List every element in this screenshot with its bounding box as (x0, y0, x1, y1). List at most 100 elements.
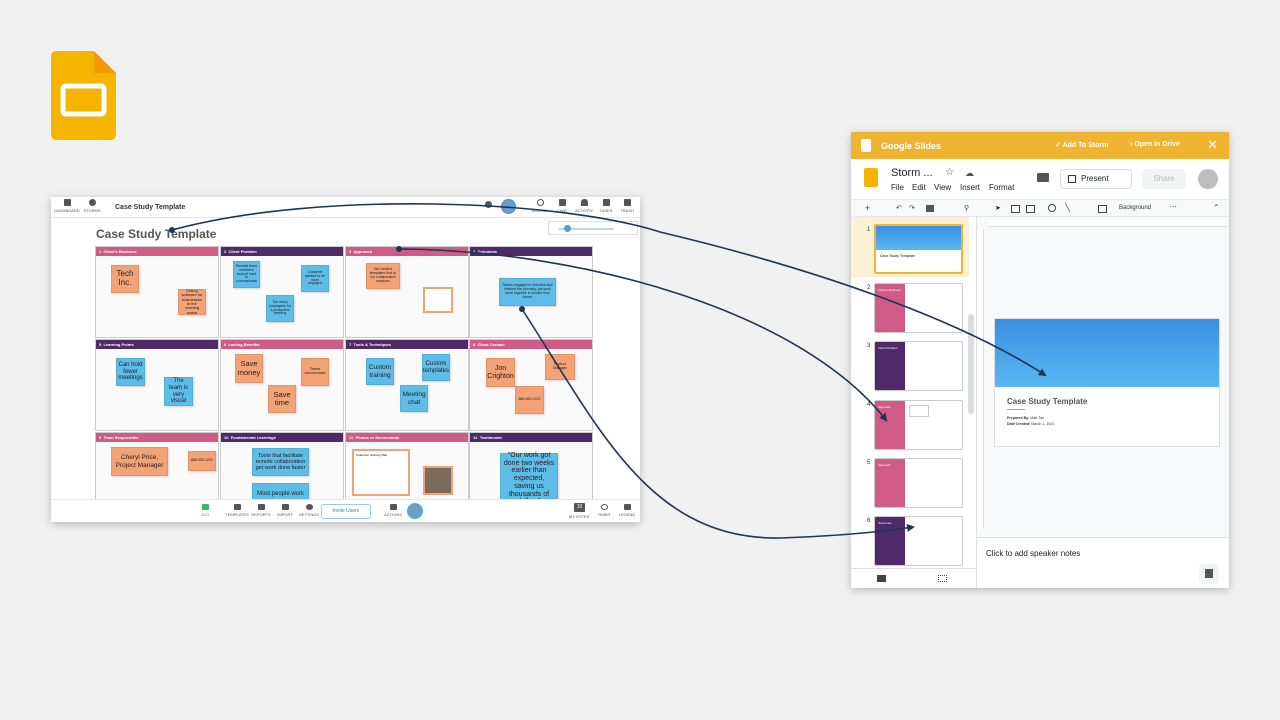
sticky-note[interactable]: Jon Crighton (486, 358, 515, 387)
filmstrip-view-icon[interactable] (877, 575, 886, 582)
slide-thumbnail-2[interactable]: Client's Business (874, 283, 963, 333)
redo-icon[interactable]: ↷ (909, 205, 915, 212)
storm-document-title[interactable]: Case Study Template (115, 204, 186, 211)
screenshot-image[interactable] (423, 287, 453, 313)
filmstrip-scrollbar[interactable] (968, 314, 974, 414)
zoom-icon[interactable]: ⚲ (964, 205, 970, 212)
menu-insert[interactable]: Insert (960, 183, 981, 192)
section-client-contact[interactable]: 8 Client Contact Jon Crighton Product Ma… (469, 339, 593, 431)
main-slide[interactable]: Case Study Template Prepared By: Matt Ta… (994, 318, 1220, 447)
line-icon[interactable]: ╲ (1065, 203, 1070, 212)
explore-button[interactable] (1199, 564, 1219, 584)
present-button[interactable]: Present (1060, 169, 1132, 189)
sticky-note[interactable]: Cheryl Price, Project Manager (111, 447, 168, 476)
journey-map-image[interactable]: Customer Journey Map (352, 449, 410, 496)
timer-icon (600, 504, 608, 510)
import-button[interactable]: IMPORT (272, 504, 298, 517)
more-icon[interactable]: ⋯ (1169, 202, 1177, 211)
sticky-note[interactable]: Too many employees for a productive meet… (266, 295, 294, 322)
section-clients-business[interactable]: 1 Client's Business Tech Inc. Dialog sof… (95, 246, 219, 338)
vertical-ruler (977, 229, 984, 529)
new-slide-icon[interactable]: + (865, 203, 871, 213)
section-client-problem[interactable]: 2 Client Problem Remote team members fou… (220, 246, 344, 338)
invite-users-button[interactable]: Invite Users (321, 504, 371, 519)
menu-format[interactable]: Format (989, 183, 1015, 192)
shape-icon[interactable] (1048, 204, 1056, 212)
open-in-drive-button[interactable]: › Open in Drive (1130, 141, 1180, 148)
sticky-note[interactable]: Product Manager (545, 354, 575, 380)
slide-thumbnail-4[interactable]: Approach (874, 400, 963, 450)
present-icon (1068, 175, 1076, 183)
templates-button[interactable]: TEMPLATES (224, 504, 250, 517)
comments-icon[interactable] (1037, 173, 1049, 182)
section-approach[interactable]: 3 Approach We created templates that to … (345, 246, 469, 338)
actions-button[interactable]: ACTIONS (380, 504, 406, 517)
photo-image[interactable] (423, 466, 453, 495)
settings-button[interactable]: SETTINGS (296, 504, 322, 517)
undo-icon[interactable]: ↶ (896, 205, 902, 212)
dashboard-button[interactable]: DASHBOARD (54, 199, 80, 213)
comment-add-icon[interactable] (1098, 205, 1107, 213)
slide-thumbnail-3[interactable]: Client Problem (874, 341, 963, 391)
sticky-note[interactable]: Tech Inc. (111, 265, 139, 293)
slide-thumbnail-6[interactable]: Outcomes (874, 516, 963, 566)
sticky-note[interactable]: Save time (268, 385, 296, 413)
slide-number: 3 (867, 343, 871, 349)
sticky-note[interactable]: The team is very visual (164, 377, 193, 406)
sticky-note[interactable]: Remote team members found it hard to com… (233, 261, 260, 288)
section-header: 2 Client Problem (221, 247, 343, 256)
reports-button[interactable]: REPORTS (248, 504, 274, 517)
sticky-note[interactable]: 888-555-2222 (188, 451, 216, 471)
section-tools-techniques[interactable]: 7 Tools & Techniques Custom training Cus… (345, 339, 469, 431)
sticky-note[interactable]: Dialog software for businesses in the me… (178, 288, 206, 315)
share-button[interactable]: Share (1142, 169, 1186, 189)
grid-view-icon[interactable] (938, 575, 947, 582)
star-icon[interactable]: ☆ (945, 167, 954, 178)
document-title[interactable]: Storm ... (891, 167, 933, 179)
select-cursor-icon[interactable]: ➤ (995, 205, 1001, 212)
participant-avatar[interactable] (407, 503, 423, 519)
sticky-note[interactable]: We created templates that to run collabo… (366, 263, 400, 289)
sticky-note[interactable]: Tools that facilitate remote collaborati… (252, 448, 309, 476)
trash-button[interactable]: TRASH (614, 199, 640, 213)
help-icon[interactable] (485, 201, 492, 208)
sticky-note[interactable]: Can hold fewer meetings (116, 358, 145, 386)
menu-file[interactable]: File (891, 183, 904, 192)
sticky-note[interactable]: Meeting chat (400, 385, 428, 412)
sticky-note[interactable]: Custom templates (422, 354, 450, 381)
chevron-up-icon[interactable]: ⌃ (1213, 203, 1220, 212)
zoom-knob[interactable] (564, 225, 571, 232)
user-avatar[interactable] (501, 199, 516, 214)
section-lasting-benefits[interactable]: 6 Lasting Benefits Save money Save time … (220, 339, 344, 431)
image-icon[interactable] (1026, 205, 1035, 213)
slide-canvas: Case Study Template Prepared By: Matt Ta… (977, 217, 1229, 537)
sticky-note[interactable]: "Our work got done two weeks earlier tha… (500, 452, 558, 505)
legend-button[interactable]: LEGEND (614, 504, 640, 517)
menu-edit[interactable]: Edit (912, 183, 926, 192)
tasks-icon (602, 199, 610, 206)
slide-thumbnail-1[interactable]: Case Study Template (874, 224, 963, 274)
close-icon[interactable]: ✕ (1207, 137, 1218, 152)
sticky-note[interactable]: Customer wanted to be more engaged (301, 265, 329, 292)
add-to-storm-button[interactable]: ✓ Add To Storm (1055, 142, 1109, 149)
zoom-slider[interactable] (548, 221, 638, 235)
speaker-notes[interactable]: Click to add speaker notes (977, 537, 1229, 588)
slide-thumbnail-5[interactable]: Approach (874, 458, 963, 508)
storms-button[interactable]: STORMS (79, 199, 105, 213)
menu-view[interactable]: View (934, 183, 952, 192)
sticky-note[interactable]: 888-555-2222 (515, 386, 544, 414)
section-grid: 1 Client's Business Tech Inc. Dialog sof… (95, 246, 593, 522)
sticky-note[interactable]: Save money (235, 354, 263, 383)
add-button[interactable]: ADD (192, 504, 218, 517)
print-icon[interactable] (926, 205, 934, 212)
section-outcomes[interactable]: 4 Outcomes Teams engaged in real-time an… (469, 246, 593, 338)
sticky-note[interactable]: Teams communicate (301, 358, 329, 386)
sticky-note[interactable]: Custom training (366, 358, 394, 385)
sticky-note[interactable]: Teams engaged in real-time and finished … (499, 278, 556, 306)
textbox-icon[interactable] (1011, 205, 1020, 213)
account-avatar[interactable] (1198, 169, 1218, 189)
section-learning-points[interactable]: 5 Learning Points Can hold fewer meeting… (95, 339, 219, 431)
add-icon (201, 504, 209, 510)
background-button[interactable]: Background (1119, 205, 1152, 211)
